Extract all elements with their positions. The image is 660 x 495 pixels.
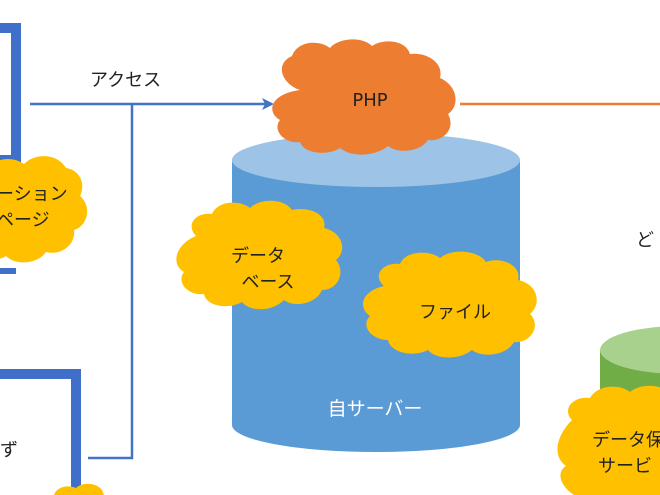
right-partial-label: ど xyxy=(636,230,654,251)
own-server-label: 自サーバー xyxy=(328,398,423,420)
left-top-frame xyxy=(0,23,21,165)
left-bottom-frame xyxy=(0,369,81,495)
php-cloud-shape xyxy=(272,39,456,155)
database-cloud-shape xyxy=(176,200,343,310)
database-label-line1: データ xyxy=(231,246,285,267)
database-label-line2: ベース xyxy=(241,272,294,293)
storage-service-label-line1: データ保 xyxy=(592,430,660,451)
left-bottom-partial-label: ず xyxy=(0,440,18,461)
bottom-left-cloud-fragment xyxy=(54,483,104,495)
app-page-label-line1: ーション xyxy=(0,184,68,205)
storage-service-label-line2: サービ xyxy=(598,456,652,477)
access-label: アクセス xyxy=(90,70,161,91)
php-label: PHP xyxy=(352,90,387,111)
left-top-frame-bottom xyxy=(0,268,16,274)
file-label: ファイル xyxy=(419,302,491,323)
file-cloud-shape xyxy=(362,251,537,358)
connector-line-vertical xyxy=(88,104,134,460)
storage-service-cloud-shape xyxy=(557,385,660,495)
app-page-label-line2: ページ xyxy=(0,210,50,231)
app-page-cloud-shape xyxy=(0,156,88,263)
